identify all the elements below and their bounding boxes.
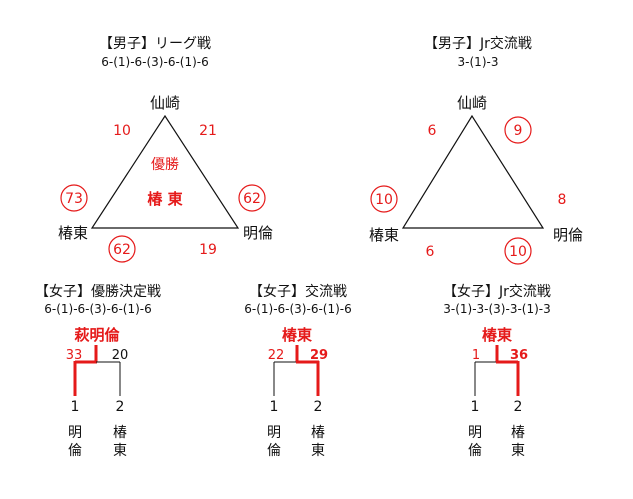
women-exchange-left-num: 1	[270, 399, 279, 415]
men-league-score: 73	[65, 191, 83, 207]
score-circle	[238, 184, 266, 212]
men-jr-team-right: 明倫	[553, 226, 583, 244]
men-league-winner: 椿 東	[147, 190, 182, 208]
women-jr-right-score: 36	[510, 348, 528, 363]
team-name-char: 椿	[511, 425, 525, 441]
men-league-score: 21	[199, 123, 217, 139]
women-exchange-right-score: 29	[310, 348, 328, 363]
men-league-score: 19	[199, 242, 217, 258]
team-name-char: 東	[113, 443, 127, 459]
women-exchange-score-format: 6-(1)-6-(3)-6-(1)-6	[244, 302, 352, 316]
women-exchange-winner: 椿東	[282, 326, 312, 344]
men-jr-score: 10	[509, 244, 527, 260]
women-final-score-format: 6-(1)-6-(3)-6-(1)-6	[44, 302, 152, 316]
men-league-triangle	[90, 114, 240, 229]
men-league-score: 62	[113, 242, 131, 258]
men-jr-score: 6	[426, 244, 435, 260]
team-name-char: 倫	[468, 443, 482, 459]
women-final-left-score: 33	[66, 348, 83, 363]
women-jr-title: 【女子】Jr交流戦	[443, 283, 551, 300]
men-league-title: 【男子】リーグ戦	[99, 36, 211, 52]
team-name-char: 明	[267, 425, 281, 441]
score-circle	[370, 185, 398, 213]
women-jr-left-num: 1	[471, 399, 480, 415]
men-jr-triangle	[401, 114, 545, 229]
men-jr-section: 【男子】Jr交流戦 3-(1)-3 仙崎 椿東 明倫 6 9 10 8 6 10	[369, 35, 583, 265]
women-final-winner: 萩明倫	[74, 326, 120, 344]
team-name-char: 倫	[68, 443, 82, 459]
team-name-char: 倫	[267, 443, 281, 459]
men-league-score: 62	[243, 191, 261, 207]
women-exchange-left-score: 22	[268, 348, 285, 363]
men-league-score-format: 6-(1)-6-(3)-6-(1)-6	[101, 55, 209, 69]
team-name-char: 椿	[113, 425, 127, 441]
men-league-team-left: 椿東	[58, 224, 88, 242]
men-jr-team-left: 椿東	[369, 226, 399, 244]
score-circle	[504, 237, 532, 265]
team-name-char: 椿	[311, 425, 325, 441]
women-exchange-right-num: 2	[314, 399, 323, 415]
women-final-right-num: 2	[116, 399, 125, 415]
team-name-char: 明	[68, 425, 82, 441]
team-name-char: 東	[511, 443, 525, 459]
men-jr-title: 【男子】Jr交流戦	[424, 35, 532, 52]
men-jr-score-format: 3-(1)-3	[458, 55, 499, 69]
team-name-char: 東	[311, 443, 325, 459]
women-jr-right-num: 2	[514, 399, 523, 415]
score-circle	[108, 235, 136, 263]
men-league-team-top: 仙崎	[150, 94, 180, 112]
men-jr-score: 10	[375, 192, 393, 208]
men-jr-score: 8	[558, 192, 567, 208]
score-circle	[60, 184, 88, 212]
women-final-section: 【女子】優勝決定戦 6-(1)-6-(3)-6-(1)-6 萩明倫 33 20 …	[35, 283, 161, 459]
women-jr-left-score: 1	[472, 348, 480, 363]
women-exchange-title: 【女子】交流戦	[249, 283, 347, 300]
women-final-right-score: 20	[112, 348, 129, 363]
women-jr-winner: 椿東	[482, 326, 512, 344]
women-exchange-section: 【女子】交流戦 6-(1)-6-(3)-6-(1)-6 椿東 22 29 1 2…	[244, 283, 352, 459]
women-final-left-num: 1	[71, 399, 80, 415]
men-league-section: 【男子】リーグ戦 6-(1)-6-(3)-6-(1)-6 仙崎 椿東 明倫 10…	[58, 36, 273, 263]
women-jr-section: 【女子】Jr交流戦 3-(1)-3-(3)-3-(1)-3 椿東 1 36 1 …	[443, 283, 551, 459]
men-league-center-label: 優勝	[151, 157, 179, 173]
team-name-char: 明	[468, 425, 482, 441]
men-league-score: 10	[113, 123, 131, 139]
women-final-title: 【女子】優勝決定戦	[35, 283, 161, 300]
score-circle	[504, 116, 532, 144]
men-jr-team-top: 仙崎	[457, 94, 487, 112]
women-jr-score-format: 3-(1)-3-(3)-3-(1)-3	[443, 302, 551, 316]
men-league-team-right: 明倫	[243, 224, 273, 242]
men-jr-score: 6	[428, 123, 437, 139]
men-jr-score: 9	[514, 123, 523, 139]
